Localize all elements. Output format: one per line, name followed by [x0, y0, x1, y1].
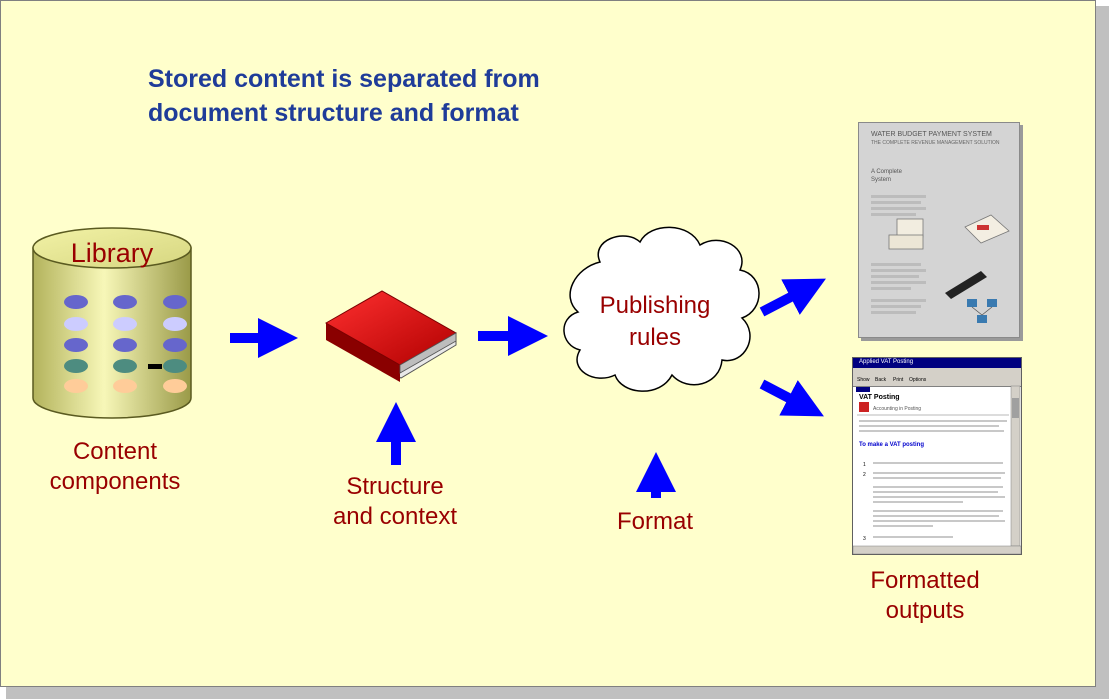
- print-doc-graphics: [871, 195, 1010, 323]
- structure-label-line-2: and context: [332, 503, 458, 530]
- help-window-toolbar: Show Back Print Options: [853, 368, 1021, 387]
- title-line-1: Stored content is separated from: [148, 65, 540, 93]
- toolbar-show: Show: [857, 377, 870, 383]
- title-line-2: document structure and format: [148, 99, 519, 127]
- flow-arrows: [230, 278, 826, 498]
- help-window-thumbnail: Applied VAT Posting Show Back Print Opti…: [852, 357, 1022, 555]
- help-window-graphics: [853, 385, 1021, 554]
- print-doc-heading: WATER BUDGET PAYMENT SYSTEM: [871, 131, 992, 138]
- library-cylinder: [32, 227, 192, 419]
- slide-shadow-right: [1096, 6, 1109, 699]
- toolbar-print: Print: [893, 377, 904, 383]
- book-icon: [324, 290, 458, 382]
- arrow-to-print: [759, 278, 826, 317]
- diagram-canvas: [32, 226, 826, 498]
- publishing-rules-cloud: [563, 226, 760, 392]
- print-document-thumbnail: WATER BUDGET PAYMENT SYSTEM THE COMPLETE…: [858, 122, 1020, 338]
- slide-shadow-bottom: [6, 687, 1109, 699]
- help-link: Accounting in Posting: [873, 406, 922, 412]
- help-page-title: VAT Posting: [859, 394, 900, 401]
- help-section-heading: To make a VAT posting: [859, 442, 925, 448]
- help-step-1: 1: [863, 462, 866, 468]
- publishing-label-line-2: rules: [628, 324, 682, 351]
- content-component-dots: [64, 295, 187, 393]
- publishing-rules-label: Publishing rules: [590, 290, 720, 354]
- arrow-to-help: [759, 379, 824, 417]
- publishing-label-line-1: Publishing: [599, 292, 711, 319]
- toolbar-back: Back: [875, 377, 887, 383]
- help-window-title: Applied VAT Posting: [859, 359, 914, 365]
- help-step-2: 2: [863, 472, 866, 478]
- print-doc-subheading: THE COMPLETE REVENUE MANAGEMENT SOLUTION: [871, 140, 1000, 146]
- format-label: Format: [616, 508, 693, 535]
- content-label-line-2: components: [49, 468, 181, 495]
- content-label-line-1: Content: [72, 438, 158, 465]
- outputs-label-line-1: Formatted: [870, 567, 980, 594]
- outputs-label-line-2: outputs: [885, 597, 965, 624]
- help-window-titlebar: Applied VAT Posting: [853, 358, 1021, 368]
- library-label: Library: [70, 238, 154, 268]
- print-doc-tagline-1: A Complete: [871, 169, 903, 175]
- structure-context-label: Structure and context: [320, 472, 470, 532]
- content-components-label: Content components: [30, 437, 200, 497]
- print-doc-tagline-2: System: [871, 177, 892, 183]
- toolbar-options: Options: [909, 377, 927, 383]
- structure-label-line-1: Structure: [346, 473, 444, 500]
- slide-title: Stored content is separated from documen…: [148, 62, 708, 130]
- help-step-3: 3: [863, 536, 866, 542]
- formatted-outputs-label: Formatted outputs: [860, 566, 990, 626]
